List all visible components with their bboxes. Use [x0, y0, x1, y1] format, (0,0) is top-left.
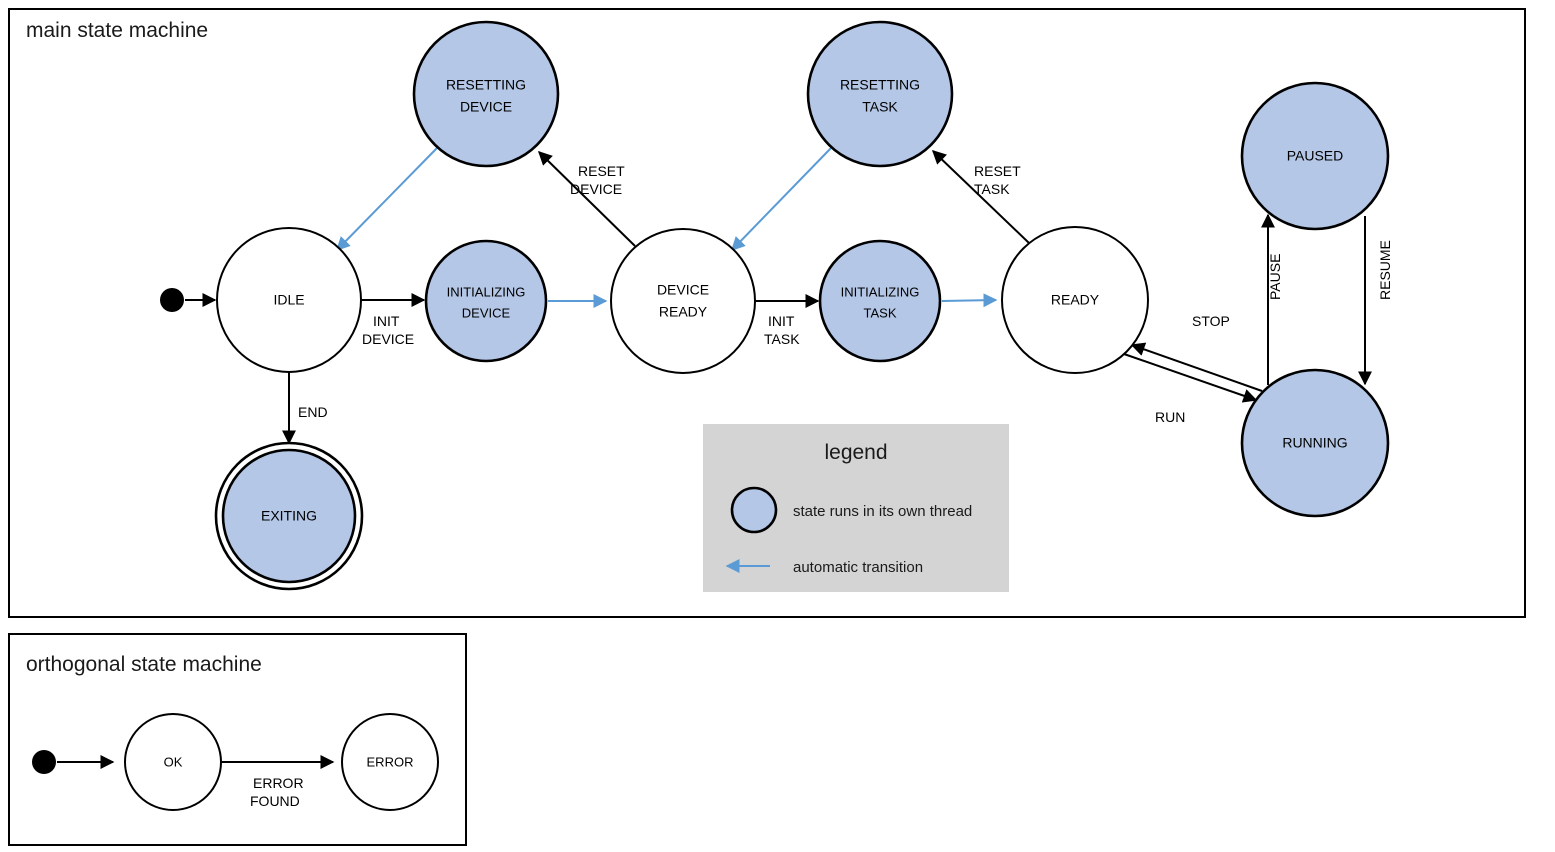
orthogonal-state-machine-frame: orthogonal state machine ERROR FOUND OK … [8, 633, 467, 846]
state-initializing-task-circle[interactable] [818, 239, 942, 363]
edge-resetting-device-to-idle [336, 147, 438, 251]
state-initializing-device-label-line1: INITIALIZING [447, 284, 526, 299]
state-exiting[interactable]: EXITING [214, 441, 364, 591]
edge-label-stop: STOP [1192, 313, 1230, 329]
edge-running-to-ready [1130, 342, 1263, 392]
state-resetting-task-label-line1: RESETTING [840, 77, 920, 93]
state-device-ready-label-line2: READY [659, 304, 708, 320]
legend-item-thread-state-label: state runs in its own thread [793, 503, 972, 520]
state-resetting-device-label-line2: DEVICE [460, 99, 512, 115]
edge-label-reset-task-line1: RESET [974, 163, 1021, 179]
state-running-circle[interactable] [1240, 368, 1390, 518]
state-resetting-task-label-line2: TASK [862, 99, 898, 115]
edge-label-init-device-line1: INIT [373, 313, 400, 329]
orthogonal-frame-title: orthogonal state machine [26, 653, 262, 676]
state-device-ready-circle[interactable] [610, 228, 756, 374]
initial-state-marker-orthogonal [32, 750, 56, 774]
state-resetting-device[interactable]: RESETTING DEVICE [412, 20, 560, 168]
state-initializing-device-label-line2: DEVICE [462, 305, 511, 320]
main-states-layer: RESETTING DEVICE RESETTING TASK PAUSED I… [160, 20, 1390, 591]
state-ok-label: OK [164, 754, 183, 769]
edge-ready-to-running [1123, 353, 1258, 403]
state-ready[interactable]: READY [1001, 226, 1149, 374]
state-idle-circle[interactable] [216, 227, 362, 373]
edge-label-reset-device-line2: DEVICE [570, 181, 622, 197]
state-initializing-task-label-line2: TASK [864, 305, 897, 320]
edge-ready-to-resetting-task [931, 150, 1030, 244]
state-resetting-device-circle[interactable] [412, 20, 560, 168]
state-paused[interactable]: PAUSED [1240, 81, 1390, 231]
state-resetting-device-label-line1: RESETTING [446, 77, 526, 93]
state-running[interactable]: RUNNING [1240, 368, 1390, 518]
edge-label-error-found-line1: ERROR [253, 775, 304, 791]
state-paused-circle[interactable] [1240, 81, 1390, 231]
state-initializing-task-label-line1: INITIALIZING [841, 284, 920, 299]
state-idle[interactable]: IDLE [216, 227, 362, 373]
state-error[interactable]: ERROR [341, 713, 439, 811]
state-device-ready-label-line1: DEVICE [657, 282, 709, 298]
main-frame-title: main state machine [26, 19, 208, 42]
state-ready-circle[interactable] [1001, 226, 1149, 374]
state-device-ready[interactable]: DEVICE READY [610, 228, 756, 374]
state-exiting-label: EXITING [261, 508, 317, 524]
edge-resetting-task-to-device-ready [731, 147, 832, 252]
legend-title: legend [824, 441, 887, 464]
state-paused-label: PAUSED [1287, 148, 1344, 164]
legend-thread-state-swatch [730, 486, 778, 534]
state-running-label: RUNNING [1282, 435, 1347, 451]
state-error-label: ERROR [367, 754, 414, 769]
state-initializing-task[interactable]: INITIALIZING TASK [818, 239, 942, 363]
edge-label-pause: PAUSE [1267, 254, 1283, 300]
state-exiting-outer-ring [214, 441, 364, 591]
edge-label-init-task-line1: INIT [768, 313, 795, 329]
edge-label-error-found-line2: FOUND [250, 793, 300, 809]
edge-label-reset-device-line1: RESET [578, 163, 625, 179]
main-transitions-layer: INIT DEVICE RESET DEVICE INIT TASK RESET… [185, 147, 1393, 445]
edge-initializing-task-to-ready [941, 293, 998, 308]
initial-state-marker-main [160, 288, 184, 312]
legend-item-auto-transition-label: automatic transition [793, 559, 923, 576]
state-ok[interactable]: OK [124, 713, 222, 811]
edge-label-reset-task-line2: TASK [974, 181, 1010, 197]
state-ok-circle[interactable] [124, 713, 222, 811]
state-idle-label: IDLE [273, 292, 304, 308]
state-initializing-device-circle[interactable] [424, 239, 548, 363]
state-resetting-task-circle[interactable] [806, 20, 954, 168]
edge-label-init-task-line2: TASK [764, 331, 800, 347]
edge-label-init-device-line2: DEVICE [362, 331, 414, 347]
state-ready-label: READY [1051, 292, 1100, 308]
legend: legend state runs in its own thread auto… [703, 424, 1009, 592]
edge-label-end: END [298, 404, 328, 420]
edge-label-run: RUN [1155, 409, 1185, 425]
state-exiting-circle[interactable] [221, 448, 357, 584]
edge-label-resume: RESUME [1377, 240, 1393, 300]
state-initializing-device[interactable]: INITIALIZING DEVICE [424, 239, 548, 363]
edge-device-ready-to-resetting-device [537, 151, 636, 247]
state-resetting-task[interactable]: RESETTING TASK [806, 20, 954, 168]
state-error-circle[interactable] [341, 713, 439, 811]
